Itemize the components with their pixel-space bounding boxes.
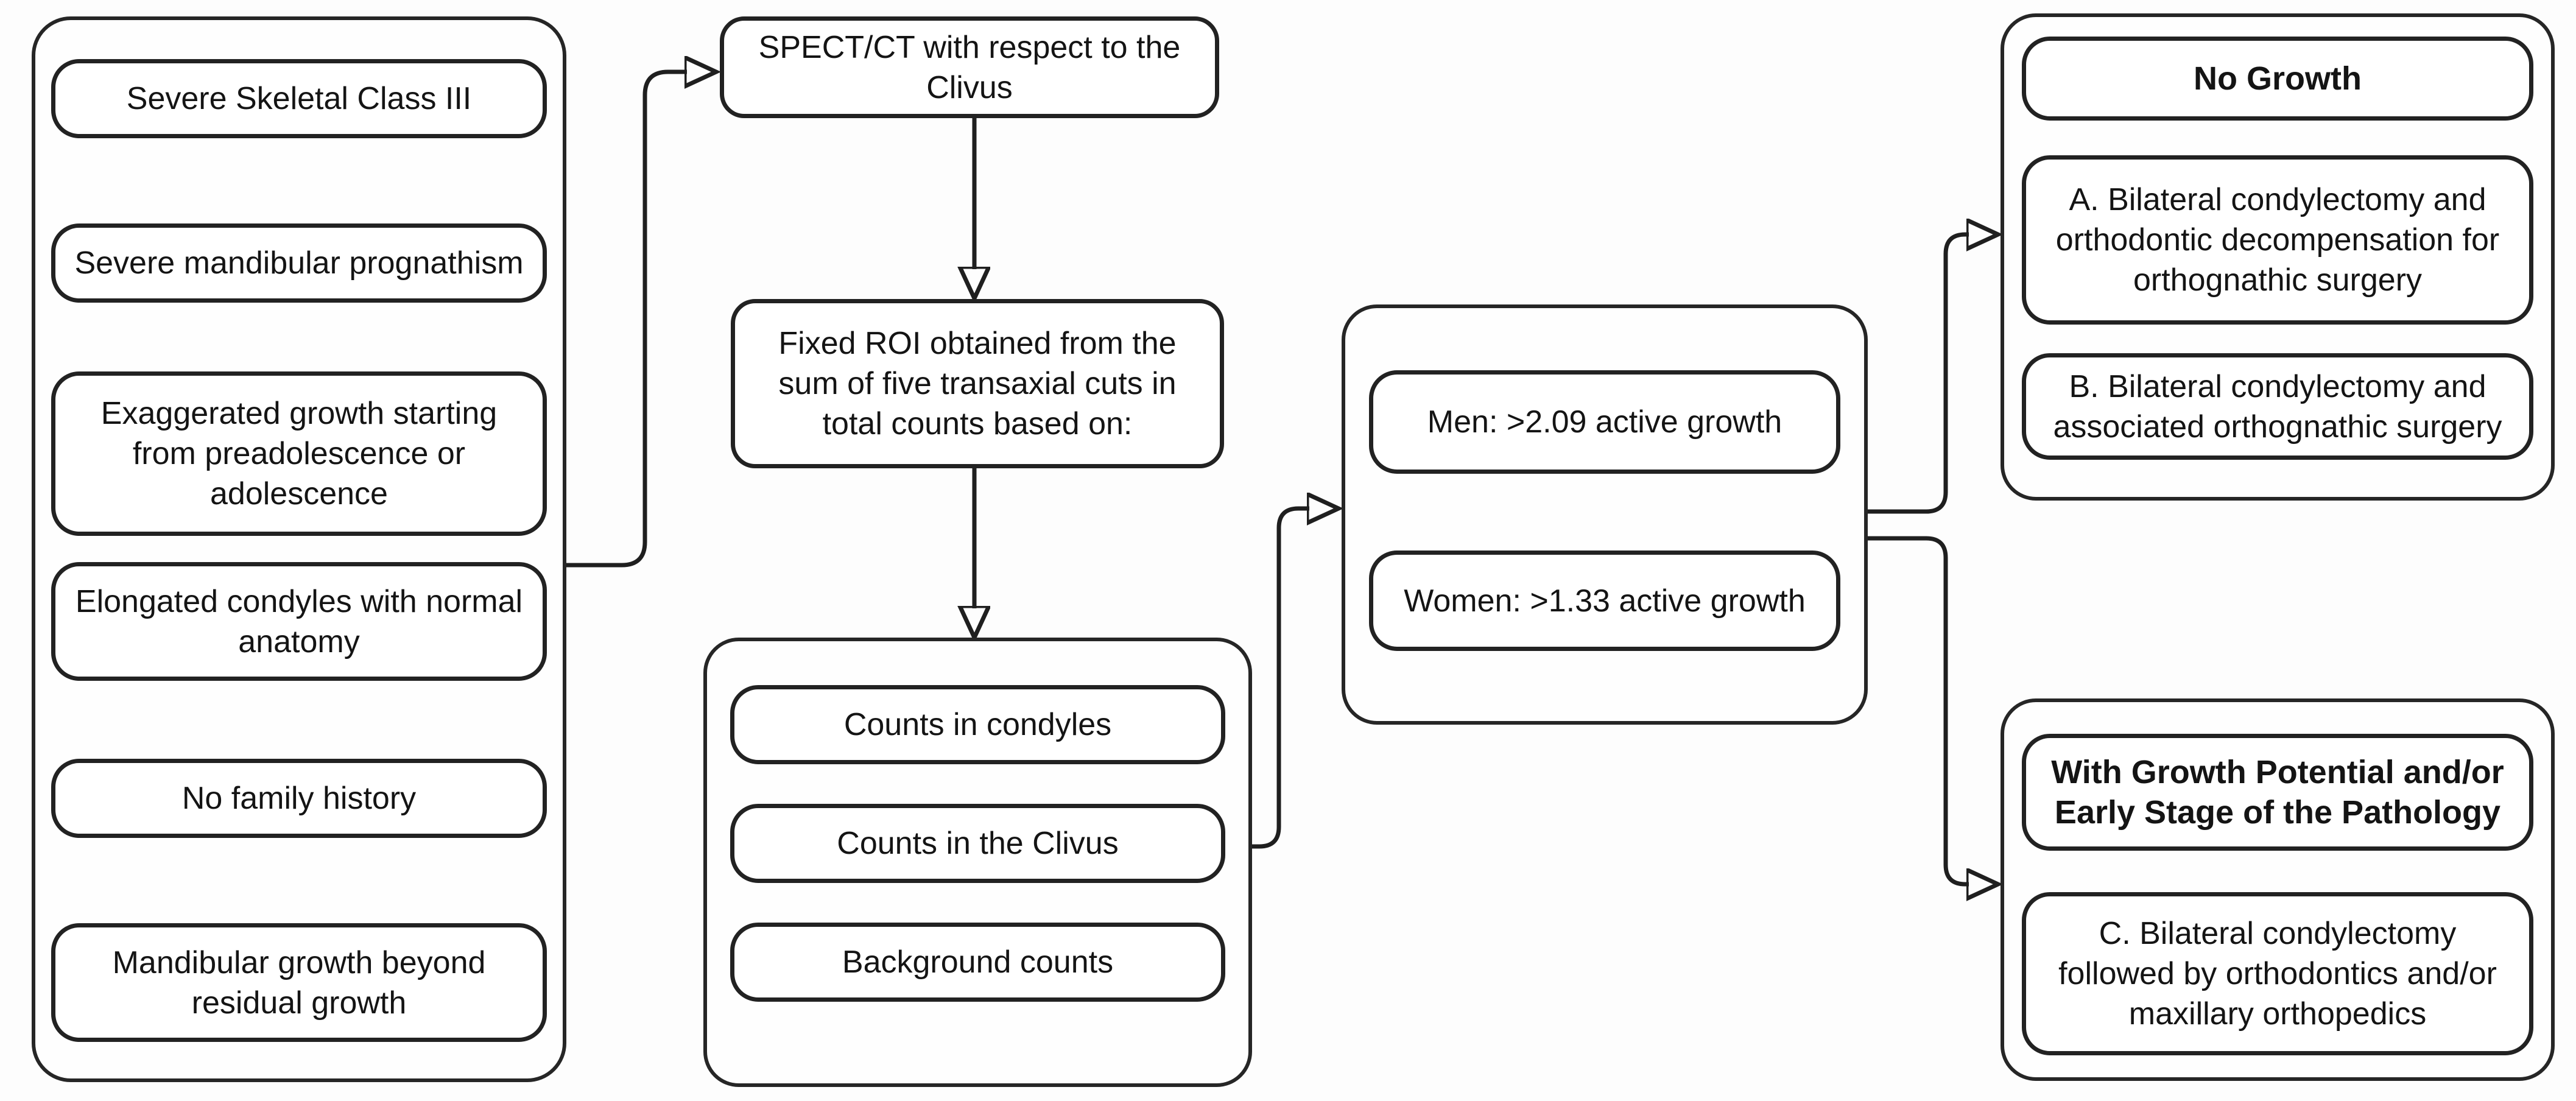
growth-potential-title: With Growth Potential and/or Early Stage… bbox=[2022, 734, 2533, 851]
counts-node-condyles: Counts in condyles bbox=[730, 685, 1225, 764]
thresholds-group bbox=[1342, 304, 1868, 725]
spect-ct-node: SPECT/CT with respect to the Clivus bbox=[720, 16, 1219, 118]
growth-potential-option-c: C. Bilateral condylectomy followed by or… bbox=[2022, 892, 2533, 1055]
criteria-node-skeletal-class: Severe Skeletal Class III bbox=[51, 59, 547, 138]
criteria-node-elongated-condyles: Elongated condyles with normal anatomy bbox=[51, 562, 547, 681]
counts-node-clivus: Counts in the Clivus bbox=[730, 804, 1225, 883]
criteria-node-exaggerated-growth: Exaggerated growth starting from preadol… bbox=[51, 371, 547, 536]
no-growth-title: No Growth bbox=[2022, 37, 2533, 121]
connector-criteria-to-spect bbox=[565, 72, 687, 568]
clinical-criteria-group bbox=[32, 16, 566, 1082]
no-growth-option-b: B. Bilateral condylectomy and associated… bbox=[2022, 353, 2533, 460]
criteria-node-residual-growth: Mandibular growth beyond residual growth bbox=[51, 923, 547, 1042]
connector-counts-to-thresholds bbox=[1252, 508, 1309, 849]
connector-thresholds-to-no-growth bbox=[1868, 234, 1969, 514]
criteria-node-family-history: No family history bbox=[51, 759, 547, 838]
connector-thresholds-to-growth-potential bbox=[1868, 536, 1969, 884]
counts-node-background: Background counts bbox=[730, 923, 1225, 1002]
criteria-node-prognathism: Severe mandibular prognathism bbox=[51, 223, 547, 303]
threshold-node-men: Men: >2.09 active growth bbox=[1369, 370, 1840, 474]
fixed-roi-node: Fixed ROI obtained from the sum of five … bbox=[731, 299, 1224, 468]
threshold-node-women: Women: >1.33 active growth bbox=[1369, 550, 1840, 651]
no-growth-option-a: A. Bilateral condylectomy and orthodonti… bbox=[2022, 155, 2533, 325]
